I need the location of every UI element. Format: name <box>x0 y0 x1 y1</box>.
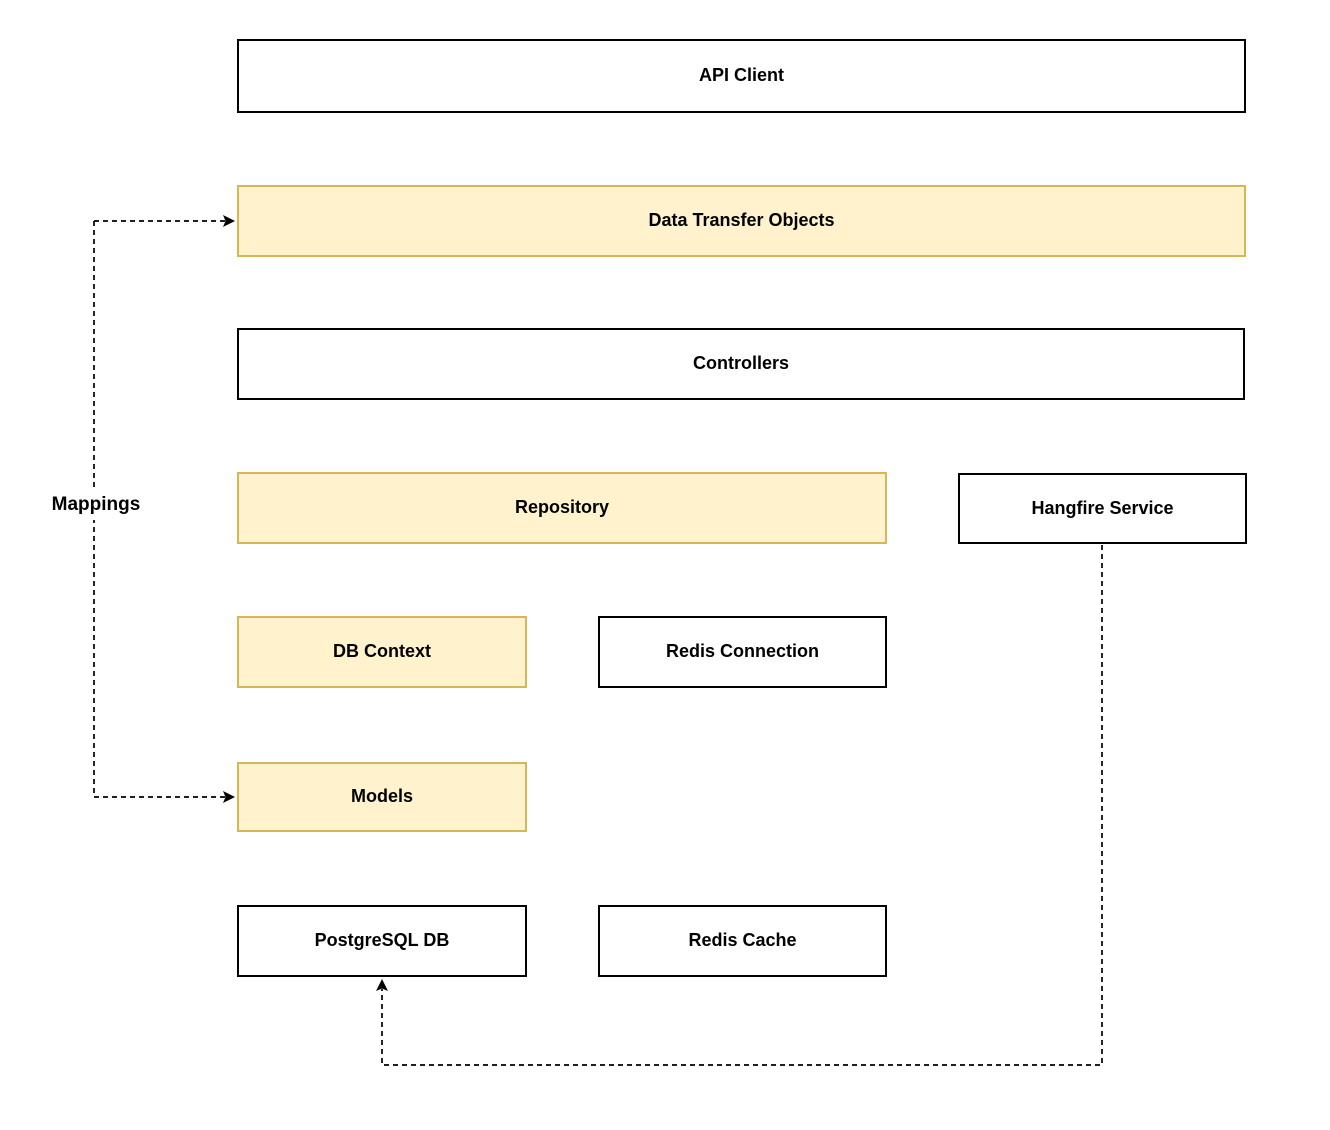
node-redis-connection: Redis Connection <box>598 616 887 688</box>
node-hangfire-service-label: Hangfire Service <box>1031 497 1174 518</box>
node-controllers: Controllers <box>237 328 1245 400</box>
node-models-label: Models <box>350 786 413 807</box>
node-hangfire-service: Hangfire Service <box>958 473 1247 544</box>
node-repository: Repository <box>237 472 887 544</box>
node-postgresql-db: PostgreSQL DB <box>237 905 527 977</box>
node-api-client-label: API Client <box>698 65 784 86</box>
node-redis-connection-label: Redis Connection <box>665 641 819 662</box>
node-redis-cache: Redis Cache <box>598 905 887 977</box>
node-controllers-label: Controllers <box>692 353 789 374</box>
node-db-context-label: DB Context <box>333 641 431 662</box>
node-data-transfer-objects: Data Transfer Objects <box>237 185 1246 257</box>
node-models: Models <box>237 762 527 832</box>
node-repository-label: Repository <box>514 497 610 518</box>
node-postgresql-db-label: PostgreSQL DB <box>314 930 450 951</box>
node-db-context: DB Context <box>237 616 527 688</box>
mappings-edge-label: Mappings <box>30 490 162 520</box>
node-api-client: API Client <box>237 39 1246 113</box>
node-data-transfer-objects-label: Data Transfer Objects <box>648 210 835 231</box>
node-redis-cache-label: Redis Cache <box>688 930 797 951</box>
